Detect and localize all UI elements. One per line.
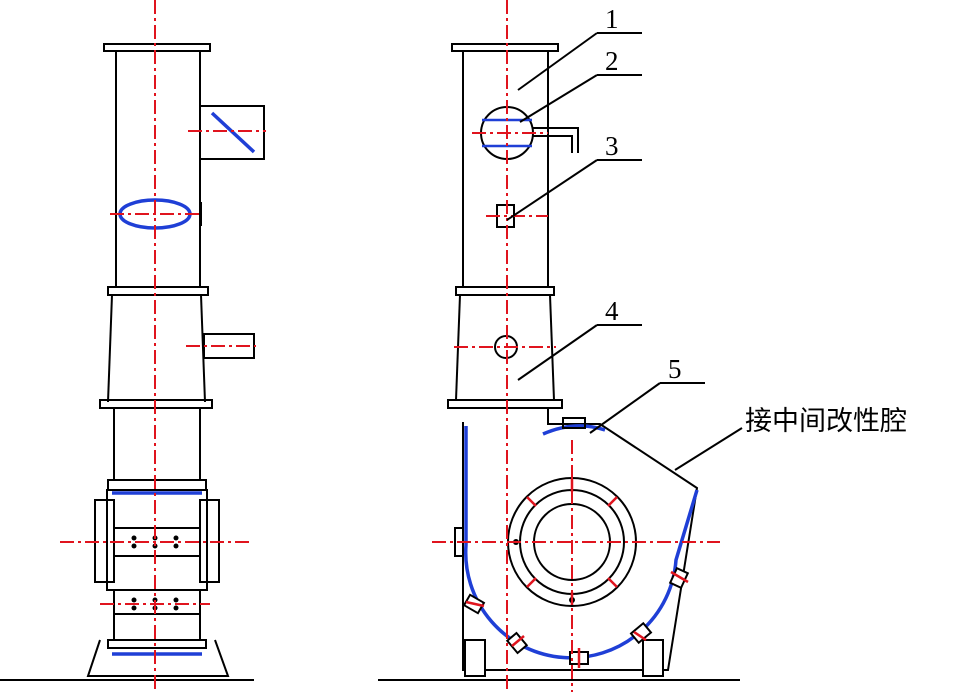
damper-plate	[210, 111, 256, 154]
callout-3: 3	[605, 131, 619, 161]
top-flange-left	[103, 43, 211, 52]
left-elevation-view	[0, 0, 266, 692]
scroll-liner	[463, 426, 699, 660]
blower-housing	[462, 408, 699, 671]
top-liner	[542, 424, 606, 436]
right-elevation-view	[378, 0, 740, 692]
middle-flange-left	[107, 286, 209, 296]
callout-4: 4	[605, 296, 619, 326]
callout-2: 2	[605, 46, 619, 76]
bolt-pattern-left	[131, 535, 179, 611]
callout-5: 5	[668, 354, 682, 384]
callout-1: 1	[605, 4, 619, 34]
callout-leaders	[506, 32, 743, 471]
side-inlet-box	[199, 105, 265, 160]
annotation-label: 接中间改性腔	[745, 406, 907, 436]
scroll-clamps	[462, 566, 690, 668]
top-flange-right	[451, 43, 559, 52]
